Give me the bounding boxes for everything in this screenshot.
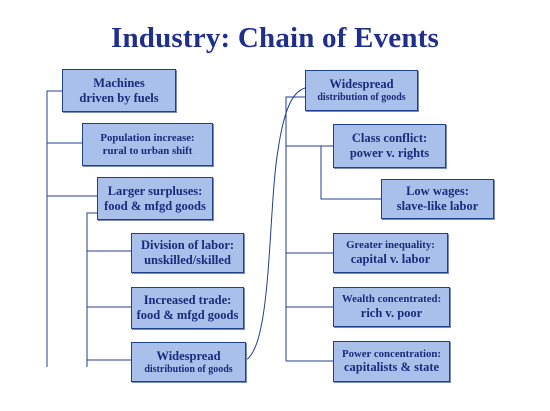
box-widespread-left-line1: Widespread: [156, 348, 221, 363]
box-class-conflict-line1: Class conflict:: [351, 131, 428, 145]
box-low-wages-line2: slave-like labor: [396, 199, 479, 213]
box-wealth-line2: rich v. poor: [360, 305, 423, 320]
box-trade: Increased trade: food & mfgd goods: [131, 287, 244, 329]
box-surpluses-line2: food & mfgd goods: [104, 198, 206, 213]
box-population: Population increase: rural to urban shif…: [82, 123, 213, 166]
box-power-line1: Power concentration:: [341, 347, 442, 360]
page-title: Industry: Chain of Events: [110, 22, 440, 54]
box-class-conflict: Class conflict: power v. rights: [333, 124, 446, 168]
box-inequality-line2: capital v. labor: [350, 251, 431, 266]
box-widespread-left: Widespread distribution of goods: [131, 342, 246, 382]
box-wealth: Wealth concentrated: rich v. poor: [333, 287, 450, 327]
box-population-line1: Population increase:: [100, 131, 195, 144]
connector-machines-trunk: [46, 90, 62, 367]
box-wealth-line1: Wealth concentrated:: [341, 293, 442, 306]
box-surpluses: Larger surpluses: food & mfgd goods: [97, 177, 213, 220]
connector-surpluses-trunk: [86, 212, 97, 367]
box-machines: Machines driven by fuels: [62, 69, 176, 112]
box-trade-line1: Increased trade:: [143, 293, 232, 307]
box-inequality: Greater inequality: capital v. labor: [333, 233, 448, 273]
box-power: Power concentration: capitalists & state: [333, 341, 450, 382]
box-widespread-left-line2: distribution of goods: [144, 363, 233, 375]
box-low-wages-line1: Low wages:: [406, 184, 469, 198]
box-low-wages: Low wages: slave-like labor: [381, 179, 494, 219]
box-division: Division of labor: unskilled/skilled: [131, 233, 244, 273]
box-trade-line2: food & mfgd goods: [136, 308, 239, 322]
box-division-line1: Division of labor:: [140, 238, 235, 252]
box-machines-line1: Machines: [93, 75, 145, 90]
box-inequality-line1: Greater inequality:: [346, 239, 435, 252]
box-class-conflict-line2: power v. rights: [349, 146, 430, 160]
connector-class-to-wages: [320, 145, 381, 200]
box-division-line2: unskilled/skilled: [144, 253, 231, 267]
box-widespread-right: Widespread distribution of goods: [305, 70, 418, 111]
box-machines-line2: driven by fuels: [79, 90, 159, 105]
box-widespread-right-line2: distribution of goods: [317, 92, 406, 103]
box-surpluses-line1: Larger surpluses:: [107, 183, 203, 198]
connector-curve-widespread: [245, 87, 306, 361]
box-population-line2: rural to urban shift: [102, 144, 193, 157]
connector-widespread-trunk: [285, 96, 305, 361]
box-power-line2: capitalists & state: [343, 360, 440, 375]
box-widespread-right-line1: Widespread: [329, 77, 394, 91]
